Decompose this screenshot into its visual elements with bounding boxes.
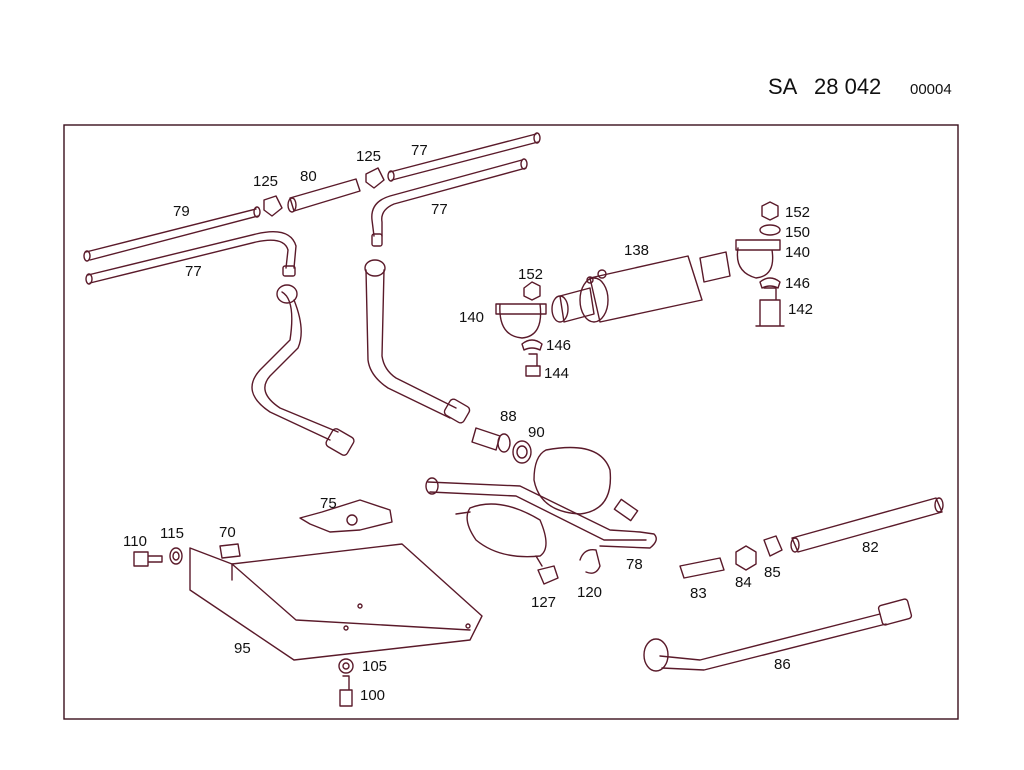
pipe-77-left — [85, 231, 297, 285]
washer-146-left — [521, 339, 543, 351]
tube-80 — [287, 178, 361, 213]
callout-78: 78 — [626, 556, 643, 573]
callout-127: 127 — [531, 594, 556, 611]
callout-77-mid: 77 — [431, 201, 448, 218]
connector-127 — [537, 565, 559, 585]
bracket-75 — [299, 499, 393, 533]
header-sheet: 00004 — [910, 81, 952, 98]
clamp-140-right — [735, 239, 781, 279]
callout-140-right: 140 — [785, 244, 810, 261]
callout-77-left: 77 — [185, 263, 202, 280]
callout-82: 82 — [862, 539, 879, 556]
bolt-100 — [339, 675, 353, 707]
header-sa: SA — [768, 74, 798, 99]
fitting-125-right — [365, 167, 385, 189]
pipe-77-top — [387, 132, 541, 182]
mount-142 — [755, 287, 785, 327]
hose-left — [251, 284, 355, 456]
callout-70: 70 — [219, 524, 236, 541]
callout-105: 105 — [362, 658, 387, 675]
washer-150 — [759, 224, 781, 236]
nut-152-right — [761, 201, 779, 221]
hose-center — [364, 259, 471, 424]
callout-85: 85 — [764, 564, 781, 581]
callout-142: 142 — [788, 301, 813, 318]
clamp-140-left — [495, 303, 547, 339]
fitting-125-left — [263, 195, 283, 217]
callout-77-top: 77 — [411, 142, 428, 159]
callout-75: 75 — [320, 495, 337, 512]
tube-82 — [790, 497, 944, 553]
clip-120 — [579, 549, 601, 574]
callout-88: 88 — [500, 408, 517, 425]
fitting-85 — [763, 535, 783, 557]
callout-125-right: 125 — [356, 148, 381, 165]
callout-110: 110 — [123, 533, 147, 550]
callout-80: 80 — [300, 168, 317, 185]
filter-canister — [533, 446, 612, 515]
callout-83: 83 — [690, 585, 707, 602]
callout-100: 100 — [360, 687, 385, 704]
fitting-83 — [679, 557, 725, 579]
star-washer-105 — [338, 658, 354, 674]
diagram-frame — [63, 124, 959, 720]
callout-146-left: 146 — [546, 337, 571, 354]
callout-86: 86 — [774, 656, 791, 673]
callout-79: 79 — [173, 203, 190, 220]
base-plate-95 — [189, 543, 483, 661]
fitting-88 — [471, 427, 511, 453]
callout-115: 115 — [160, 525, 184, 542]
callout-140-left: 140 — [459, 309, 484, 326]
plug-70 — [219, 543, 241, 559]
callout-138: 138 — [624, 242, 649, 259]
nut-84 — [735, 545, 757, 571]
nut-152-left — [523, 281, 541, 301]
callout-120: 120 — [577, 584, 602, 601]
bolt-110 — [133, 551, 163, 567]
bolt-144 — [525, 353, 541, 377]
pipe-79 — [83, 206, 261, 262]
callout-152-right: 152 — [785, 204, 810, 221]
callout-84: 84 — [735, 574, 752, 591]
callout-150: 150 — [785, 224, 810, 241]
pump-138 — [551, 251, 731, 323]
callout-95: 95 — [234, 640, 251, 657]
callout-146-right: 146 — [785, 275, 810, 292]
hose-86 — [643, 598, 913, 672]
callout-125-left: 125 — [253, 173, 278, 190]
header-number: 28 042 — [814, 74, 882, 99]
filter-small — [455, 503, 547, 567]
pipe-77-mid — [371, 158, 528, 247]
ring-90 — [512, 440, 532, 464]
callout-90: 90 — [528, 424, 545, 441]
pipe-78 — [425, 477, 657, 549]
washer-115 — [169, 547, 183, 565]
callout-152-left: 152 — [518, 266, 543, 283]
washer-146-right — [759, 277, 781, 289]
callout-144: 144 — [544, 365, 569, 382]
